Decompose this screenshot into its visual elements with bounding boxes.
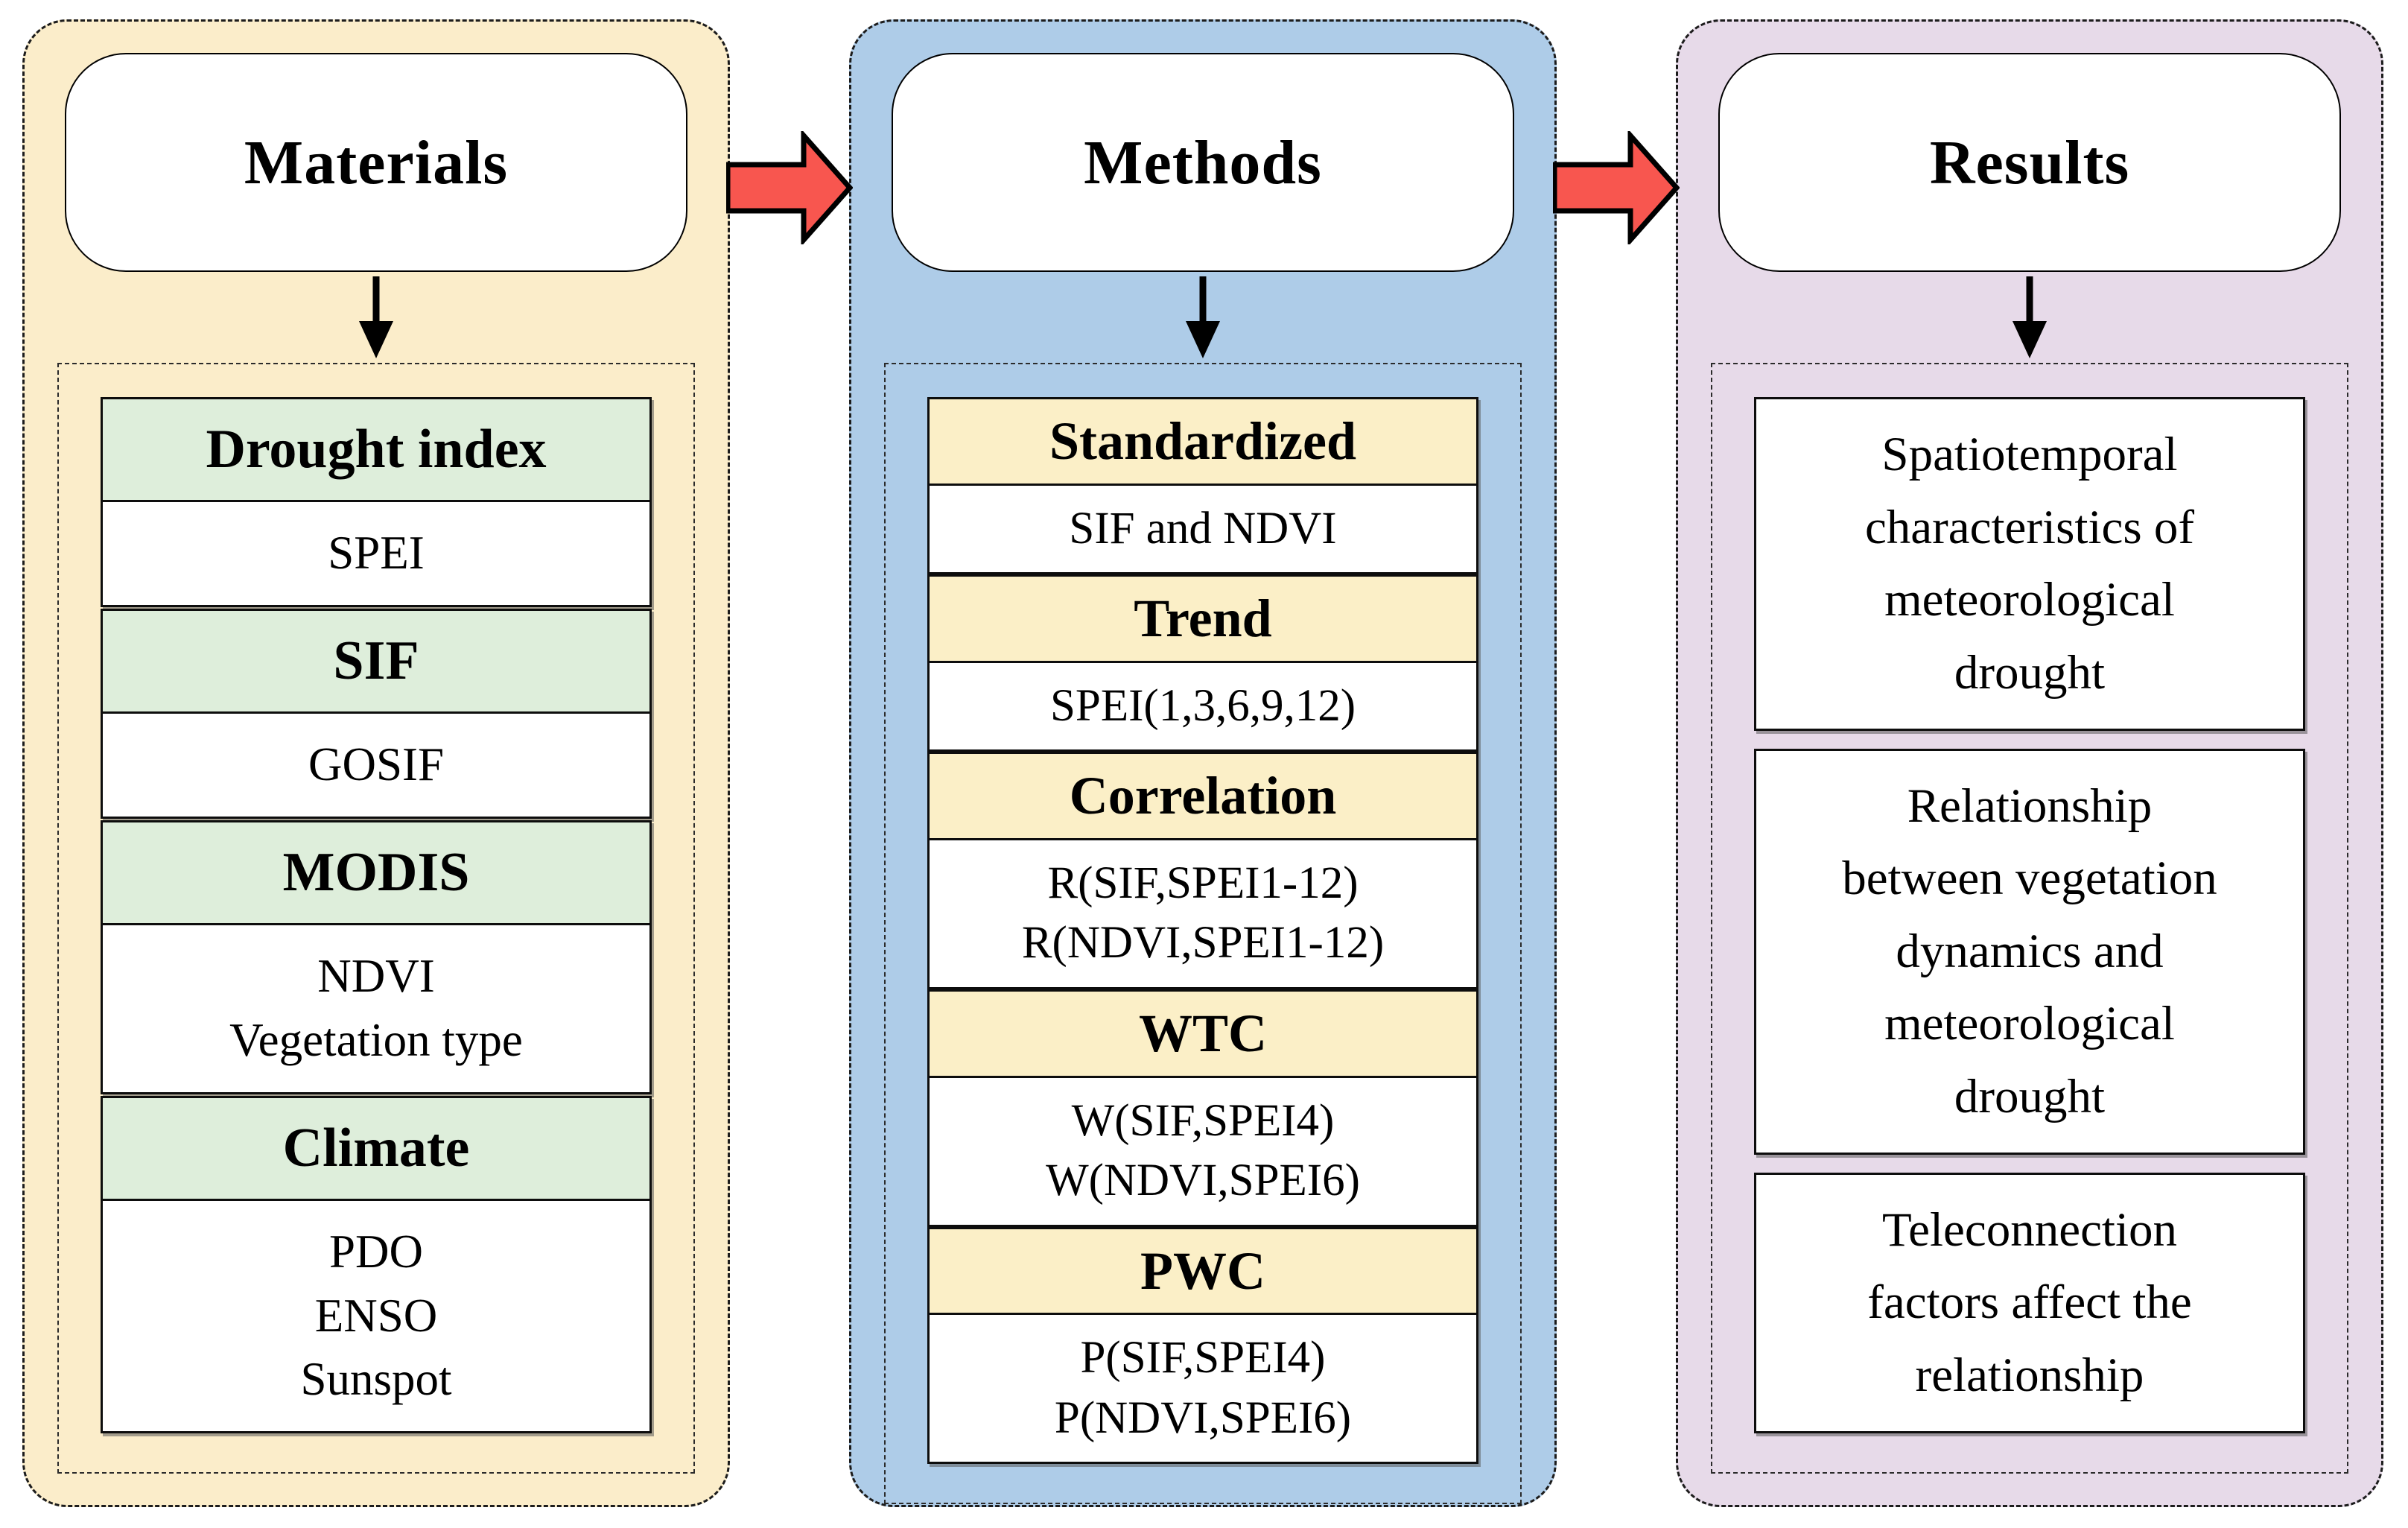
box-line: P(SIF,SPEI4)	[1080, 1333, 1326, 1383]
arrow-down-icon	[2013, 276, 2047, 358]
box-line: ENSO	[314, 1289, 438, 1342]
box-line: NDVI	[317, 950, 435, 1003]
results-box-relationship: Relationship between vegetation dynamics…	[1754, 748, 2305, 1155]
box-line: drought	[1954, 1069, 2106, 1123]
methods-title-box: Methods	[892, 53, 1514, 272]
box-body: GOSIF	[103, 714, 649, 817]
arrow-down-icon	[359, 276, 393, 358]
methods-box-wtc: WTC W(SIF,SPEI4) W(NDVI,SPEI6)	[927, 989, 1478, 1227]
materials-box-drought-index: Drought index SPEI	[101, 397, 652, 607]
box-line: dynamics and	[1896, 924, 2164, 978]
methods-title: Methods	[1084, 127, 1322, 197]
box-header: WTC	[930, 991, 1476, 1078]
results-box-teleconnection: Teleconnection factors affect the relati…	[1754, 1172, 2305, 1433]
box-header: Correlation	[930, 754, 1476, 840]
box-header: Standardized	[930, 399, 1476, 486]
results-box-spatiotemporal: Spatiotemporal characteristics of meteor…	[1754, 397, 2305, 731]
box-line: relationship	[1915, 1348, 2144, 1402]
panel-materials: Materials Drought index SPEI SIF GOSIF	[22, 19, 730, 1507]
flow-arrow-right-icon	[726, 131, 853, 244]
box-body: SPEI	[103, 501, 649, 605]
box-line: between vegetation	[1842, 852, 2217, 905]
materials-title-box: Materials	[65, 53, 687, 272]
box-line: SPEI(1,3,6,9,12)	[1049, 680, 1356, 731]
box-body: NDVI Vegetation type	[103, 925, 649, 1092]
box-line: Vegetation type	[229, 1013, 523, 1066]
materials-box-modis: MODIS NDVI Vegetation type	[101, 820, 652, 1094]
panel-results: Results Spatiotemporal characteristics o…	[1676, 19, 2383, 1507]
materials-step-arrow	[54, 272, 698, 363]
box-header: Climate	[103, 1098, 649, 1201]
methods-box-correlation: Correlation R(SIF,SPEI1-12) R(NDVI,SPEI1…	[927, 752, 1478, 989]
box-line: GOSIF	[308, 738, 445, 791]
flow-arrow-right-icon	[1553, 131, 1680, 244]
box-line: Relationship	[1907, 779, 2153, 833]
box-line: drought	[1954, 645, 2106, 700]
box-body: SIF and NDVI	[930, 485, 1476, 573]
arrow-down-icon	[1186, 276, 1220, 358]
box-line: characteristics of	[1864, 500, 2195, 554]
box-line: Sunspot	[300, 1353, 452, 1406]
flow-gap-2	[1553, 19, 1680, 1507]
box-body: W(SIF,SPEI4) W(NDVI,SPEI6)	[930, 1077, 1476, 1225]
box-line: Spatiotemporal	[1881, 428, 2178, 481]
box-line: W(SIF,SPEI4)	[1071, 1095, 1335, 1146]
results-title: Results	[1929, 127, 2130, 197]
box-header: PWC	[930, 1229, 1476, 1316]
box-line: SPEI	[328, 526, 425, 579]
box-body: SPEI(1,3,6,9,12)	[930, 662, 1476, 750]
results-title-box: Results	[1718, 53, 2341, 272]
box-line: factors affect the	[1867, 1275, 2192, 1329]
box-header: MODIS	[103, 822, 649, 926]
methods-box-trend: Trend SPEI(1,3,6,9,12)	[927, 574, 1478, 752]
flow-gap-1	[726, 19, 853, 1507]
box-body: P(SIF,SPEI4) P(NDVI,SPEI6)	[930, 1315, 1476, 1462]
box-header: Trend	[930, 577, 1476, 663]
panel-methods: Methods Standardized SIF and NDVI Trend …	[849, 19, 1557, 1507]
results-step-arrow	[1708, 272, 2351, 363]
materials-box-climate: Climate PDO ENSO Sunspot	[101, 1096, 652, 1433]
box-header: Drought index	[103, 399, 649, 502]
box-line: meteorological	[1884, 573, 2175, 627]
box-line: R(NDVI,SPEI1-12)	[1021, 918, 1385, 969]
materials-title: Materials	[244, 127, 509, 197]
box-line: P(NDVI,SPEI6)	[1054, 1392, 1352, 1443]
box-line: SIF and NDVI	[1069, 503, 1337, 554]
box-line: Teleconnection	[1881, 1202, 2178, 1257]
box-header: SIF	[103, 611, 649, 714]
box-line: W(NDVI,SPEI6)	[1046, 1155, 1360, 1206]
materials-box-sif: SIF GOSIF	[101, 609, 652, 819]
box-body: PDO ENSO Sunspot	[103, 1200, 649, 1431]
methods-step-arrow	[881, 272, 1525, 363]
methods-inner-group: Standardized SIF and NDVI Trend SPEI(1,3…	[884, 363, 1522, 1505]
box-line: R(SIF,SPEI1-12)	[1047, 857, 1359, 908]
materials-inner-group: Drought index SPEI SIF GOSIF MODIS NDVI …	[57, 363, 695, 1474]
results-inner-group: Spatiotemporal characteristics of meteor…	[1711, 363, 2348, 1474]
box-line: PDO	[328, 1225, 424, 1278]
box-line: meteorological	[1884, 997, 2175, 1050]
methods-box-pwc: PWC P(SIF,SPEI4) P(NDVI,SPEI6)	[927, 1226, 1478, 1465]
methods-box-standardized: Standardized SIF and NDVI	[927, 397, 1478, 575]
box-body: R(SIF,SPEI1-12) R(NDVI,SPEI1-12)	[930, 840, 1476, 987]
